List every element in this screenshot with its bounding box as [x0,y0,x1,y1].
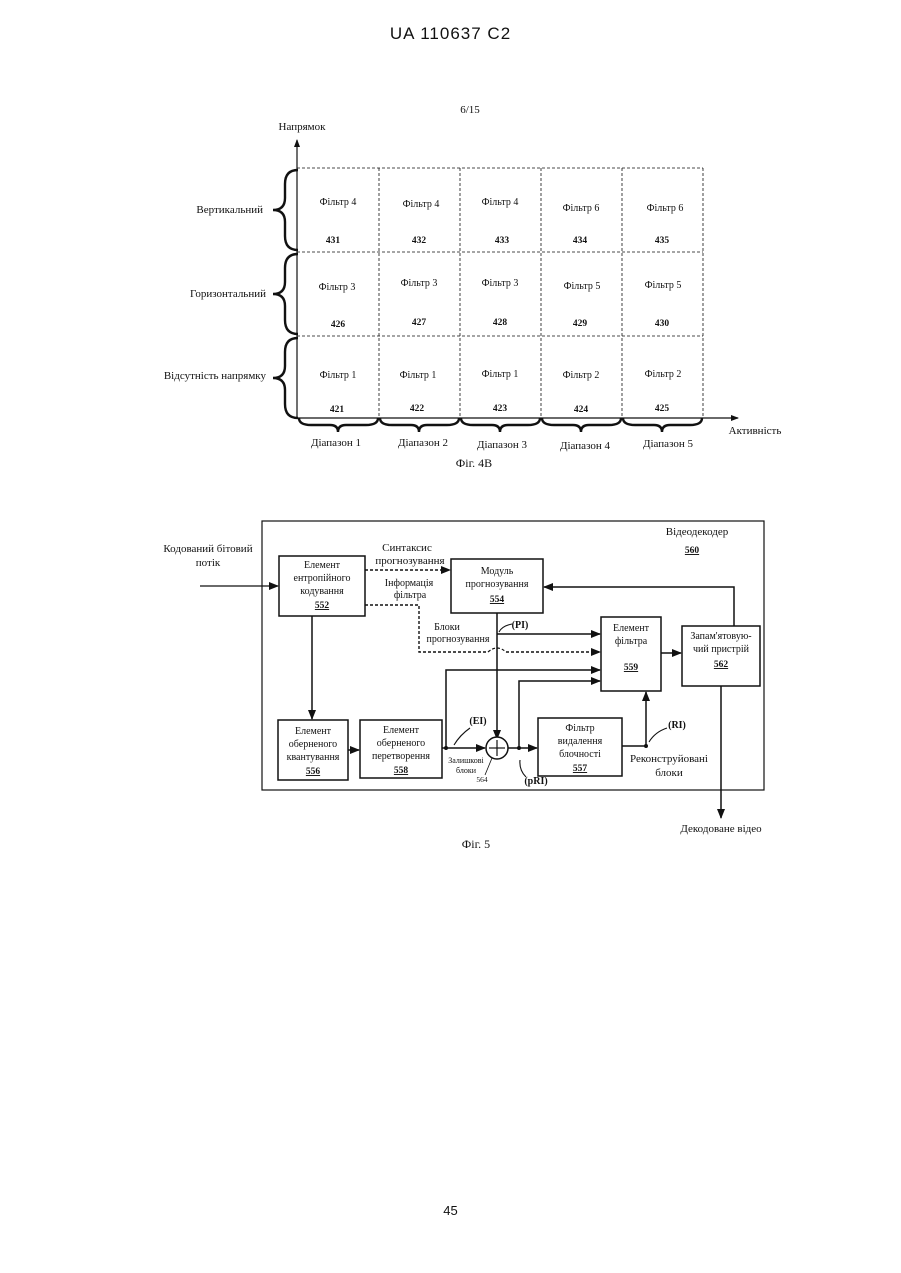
row-braces [273,170,298,418]
memory-ref: 562 [714,660,729,670]
syntax-label-2: прогнозування [375,555,444,567]
cell-filter: Фільтр 6 [647,203,684,214]
cell-ref: 426 [331,320,346,330]
prediction-label-2: прогнозування [466,579,529,590]
cell-ref: 428 [493,318,508,328]
cell-filter: Фільтр 4 [320,197,357,208]
row-label-no-direction: Відсутність напрямку [164,370,267,382]
prediction-label-1: Модуль [481,566,514,577]
fig4b-grid: Напрямок Активність Вертикальний Горизон… [164,121,782,452]
pred-blocks-label-1: Блоки [434,622,460,633]
residual-label-1: Залишкові [448,756,484,765]
column-label-range-5: Діапазон 5 [643,438,693,450]
deblock-label-1: Фільтр [565,723,594,734]
invquant-label-3: квантування [287,752,340,763]
column-label-range-1: Діапазон 1 [311,437,361,449]
fig5-diagram: Відеодекодер 560 Кодований бітовий потік… [163,521,764,835]
cell-ref: 421 [330,405,345,415]
recon-label-1: Реконструйовані [630,753,708,765]
cell-ref: 422 [410,404,425,414]
decoder-ref: 560 [685,546,700,556]
invtransform-ref: 558 [394,766,409,776]
tag-ei-pointer [454,728,470,745]
cell-ref: 434 [573,236,588,246]
invquant-label-2: оберненого [289,739,337,750]
deblock-label-2: видалення [558,736,603,747]
input-label-line1: Кодований бітовий [163,543,252,555]
y-axis-label: Напрямок [279,121,327,133]
fig5-caption: Фіг. 5 [462,837,490,851]
pred-blocks-label-2: прогнозування [427,634,490,645]
cell-filter: Фільтр 5 [645,280,682,291]
cell-filter: Фільтр 1 [482,369,519,380]
row-label-vertical: Вертикальний [196,204,263,216]
syntax-label-1: Синтаксис [382,542,432,554]
tag-ri-pointer [649,728,667,742]
filter-label-2: фільтра [615,636,648,647]
decoder-label: Відеодекодер [666,526,729,538]
sheet-number: 6/15 [460,104,480,116]
cell-ref: 430 [655,319,670,329]
adder-ref: 564 [476,775,488,784]
prediction-ref: 554 [490,595,505,605]
invtransform-label-2: оберненого [377,738,425,749]
cell-ref: 435 [655,236,670,246]
column-braces [299,418,702,432]
page-number: 45 [0,1203,901,1218]
invquant-ref: 556 [306,767,321,777]
filter-info-label-1: Інформація [385,578,434,589]
cell-filter: Фільтр 2 [563,370,600,381]
deblock-ref: 557 [573,764,588,774]
cell-filter: Фільтр 4 [482,197,519,208]
entropy-label-2: ентропійного [294,573,351,584]
cell-filter: Фільтр 5 [564,281,601,292]
entropy-label-1: Елемент [304,560,341,571]
tag-ri: (RI) [668,720,686,731]
column-label-range-3: Діапазон 3 [477,439,527,451]
recon-label-2: блоки [655,767,683,779]
cell-ref: 429 [573,319,588,329]
tag-ei: (EI) [469,716,486,727]
invtransform-label-3: перетворення [372,751,430,762]
cell-filter: Фільтр 1 [320,370,357,381]
cell-ref: 431 [326,236,341,246]
cell-filter: Фільтр 4 [403,199,440,210]
cell-filter: Фільтр 3 [401,278,438,289]
tag-pi: (PI) [512,620,529,631]
adder-ref-pointer [485,758,492,775]
residual-label-2: блоки [456,766,477,775]
cell-filter: Фільтр 1 [400,370,437,381]
entropy-ref: 552 [315,601,330,611]
cell-filter: Фільтр 3 [319,282,356,293]
filter-info-label-2: фільтра [394,590,427,601]
column-label-range-2: Діапазон 2 [398,437,448,449]
cell-ref: 425 [655,404,670,414]
entropy-label-3: кодування [300,586,344,597]
cell-filter: Фільтр 6 [563,203,600,214]
x-axis-label: Активність [729,425,782,437]
cell-ref: 427 [412,318,427,328]
output-label: Декодоване відео [680,823,762,835]
cell-filter: Фільтр 3 [482,278,519,289]
deblock-label-3: блочності [559,749,601,760]
fig4b-caption: Фіг. 4B [456,456,492,470]
cell-filter: Фільтр 2 [645,369,682,380]
memory-label-2: чий пристрій [693,644,750,655]
column-label-range-4: Діапазон 4 [560,440,610,452]
invquant-label-1: Елемент [295,726,332,737]
cell-ref: 423 [493,404,508,414]
invtransform-label-1: Елемент [383,725,420,736]
filter-ref: 559 [624,663,639,673]
cell-ref: 433 [495,236,510,246]
cell-ref: 424 [574,405,589,415]
cell-ref: 432 [412,236,427,246]
input-label-line2: потік [196,557,221,569]
tag-pri-pointer [520,760,526,777]
tag-pi-pointer [499,624,512,632]
tag-pri: (pRI) [524,776,547,787]
row-label-horizontal: Горизонтальний [190,288,266,300]
filter-label-1: Елемент [613,623,650,634]
memory-label-1: Запам'ятовую- [690,631,751,642]
